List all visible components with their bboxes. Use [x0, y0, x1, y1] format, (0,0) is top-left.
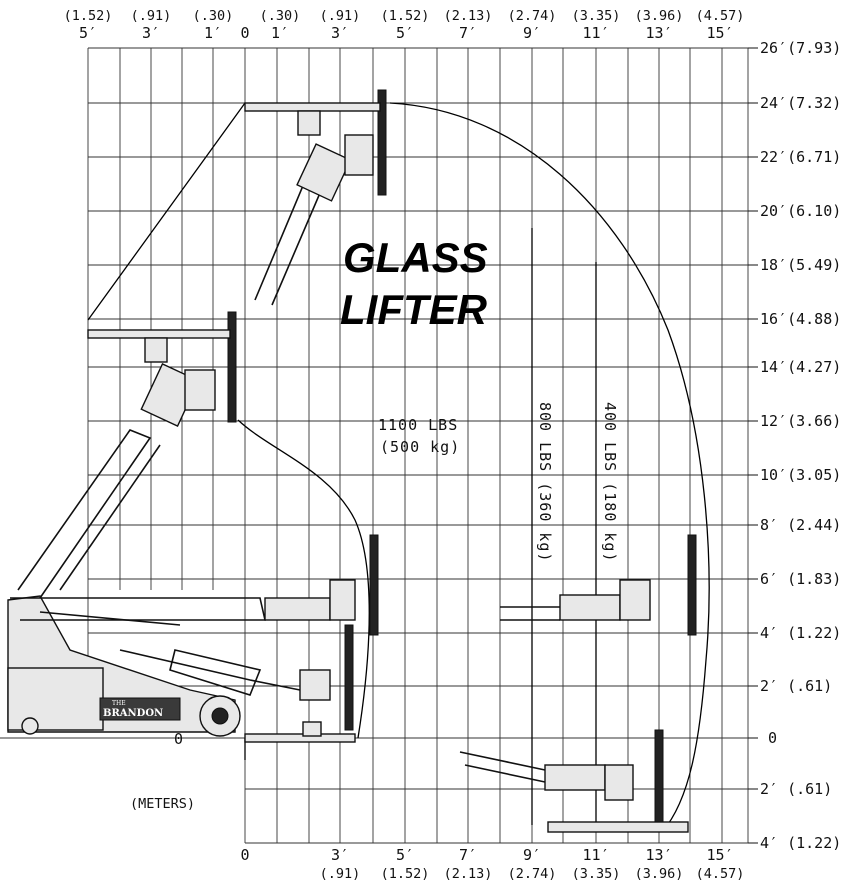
top-axis-ft: 9′ — [523, 24, 541, 42]
top-axis-m: (4.57) — [696, 8, 745, 24]
right-axis: 26′(7.93) 24′(7.32) 22′(6.71) 20′(6.10) … — [760, 39, 841, 852]
machine-rear-wheel — [21, 717, 39, 735]
right-axis-label: 12′(3.66) — [760, 412, 841, 430]
bottom-axis-ft: 3′ — [331, 846, 349, 864]
bottom-axis-m: (2.13) — [444, 866, 493, 882]
top-axis-m: (1.52) — [381, 8, 430, 24]
top-axis-m: (2.13) — [444, 8, 493, 24]
top-axis-ft: 0 — [240, 24, 249, 42]
title-line-2: LIFTER — [340, 286, 488, 333]
capacity-envelopes — [87, 102, 710, 833]
top-axis-m: (.30) — [193, 8, 234, 24]
bottom-axis-m: (1.52) — [381, 866, 430, 882]
right-axis-label: 6′ (1.83) — [760, 570, 841, 588]
bottom-axis-ft: 7′ — [459, 846, 477, 864]
right-axis-label: 20′(6.10) — [760, 202, 841, 220]
bottom-axis-ft: 5′ — [396, 846, 414, 864]
badge-small-text: THE — [112, 700, 126, 707]
bottom-axis-ft: 15′ — [706, 846, 733, 864]
machine-counterweight — [7, 667, 104, 731]
top-axis-m: (.91) — [320, 8, 361, 24]
units-label: (METERS) — [130, 796, 195, 812]
right-axis-label: 14′(4.27) — [760, 358, 841, 376]
bottom-axis-ft: 13′ — [645, 846, 672, 864]
top-axis-m: (.30) — [260, 8, 301, 24]
zone1-kg-label: (500 kg) — [380, 438, 460, 456]
bottom-axis-m: (.91) — [320, 866, 361, 882]
top-axis-ft: 7′ — [459, 24, 477, 42]
upper-boom-envelope — [87, 102, 370, 739]
bottom-axis-m: (4.57) — [696, 866, 745, 882]
top-axis-ft: 3′ — [142, 24, 160, 42]
zone3-label: 400 LBS (180 kg) — [601, 402, 619, 563]
bottom-axis-ft: 0 — [240, 846, 249, 864]
bottom-axis-ft: 9′ — [523, 846, 541, 864]
ground-zero-label: 0 — [174, 730, 183, 748]
right-axis-label: 2′ (.61) — [760, 677, 832, 695]
right-axis-ticks — [748, 47, 758, 844]
bottom-axis-m: (3.35) — [572, 866, 621, 882]
top-axis-ft: 1′ — [204, 24, 222, 42]
top-axis-ft: 15′ — [706, 24, 733, 42]
badge-name-text: BRANDON — [103, 708, 163, 719]
upper-grid — [0, 47, 749, 844]
top-axis-ft: 3′ — [331, 24, 349, 42]
top-axis-ft: 5′ — [396, 24, 414, 42]
right-axis-label: 24′(7.32) — [760, 94, 841, 112]
top-axis-m: (1.52) — [64, 8, 113, 24]
right-axis-label: 26′(7.93) — [760, 39, 841, 57]
bottom-axis-ft: 11′ — [582, 846, 609, 864]
title-line-1: GLASS — [343, 234, 488, 281]
top-axis-ft: 5′ — [79, 24, 97, 42]
top-axis: (1.52) 5′ (.91) 3′ (.30) 1′ 0 (.30) 1′ (… — [64, 8, 745, 42]
bottom-axis-m: (3.96) — [635, 866, 684, 882]
bottom-axis: 0 3′ (.91) 5′ (1.52) 7′ (2.13) 9′ (2.74)… — [240, 846, 744, 882]
outer-envelope-curve — [389, 102, 710, 833]
top-axis-ft: 1′ — [271, 24, 289, 42]
right-axis-label: 16′(4.88) — [760, 310, 841, 328]
right-axis-label: 0 — [768, 729, 777, 747]
top-axis-m: (2.74) — [508, 8, 557, 24]
zone1-lbs-label: 1100 LBS — [378, 416, 458, 434]
top-axis-m: (.91) — [131, 8, 172, 24]
right-axis-label: 10′(3.05) — [760, 466, 841, 484]
right-axis-label: 4′ (1.22) — [760, 834, 841, 852]
machine-badge — [99, 697, 181, 721]
top-axis-ft: 13′ — [645, 24, 672, 42]
top-axis-m: (3.96) — [635, 8, 684, 24]
machine-hub — [211, 707, 229, 725]
right-axis-label: 4′ (1.22) — [760, 624, 841, 642]
right-axis-label: 18′(5.49) — [760, 256, 841, 274]
top-axis-m: (3.35) — [572, 8, 621, 24]
glass-lifter-machine: THE BRANDON — [7, 89, 697, 833]
bottom-axis-m: (2.74) — [508, 866, 557, 882]
right-axis-label: 2′ (.61) — [760, 780, 832, 798]
right-axis-label: 22′(6.71) — [760, 148, 841, 166]
right-axis-label: 8′ (2.44) — [760, 516, 841, 534]
top-axis-ft: 11′ — [582, 24, 609, 42]
zone2-label: 800 LBS (360 kg) — [536, 402, 554, 563]
